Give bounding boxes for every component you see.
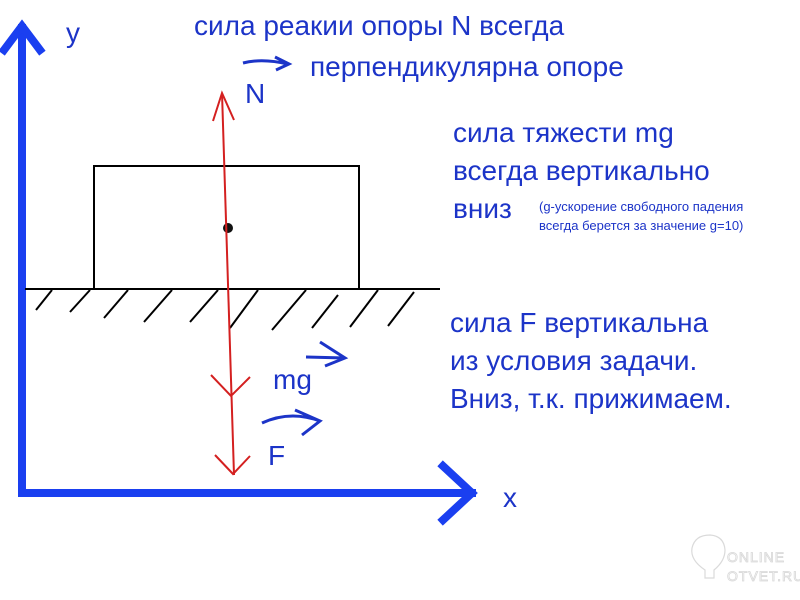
watermark-line1: ONLINE bbox=[727, 549, 785, 565]
watermark-line2: OTVET.RU bbox=[727, 568, 800, 584]
note-gravity-small2: всегда берется за значение g=10) bbox=[539, 218, 743, 233]
center-of-mass-dot bbox=[223, 223, 233, 233]
lightbulb-icon bbox=[691, 534, 726, 579]
note-force-line1: сила F вертикальна bbox=[450, 307, 709, 338]
note-gravity-line3: вниз bbox=[453, 193, 512, 224]
note-normal-line1: сила реакии опоры N всегда bbox=[194, 10, 565, 41]
applied-force-arrowhead bbox=[214, 454, 251, 476]
normal-force-arrowhead bbox=[212, 90, 235, 122]
block bbox=[93, 165, 360, 290]
watermark: ONLINE OTVET.RU bbox=[691, 534, 800, 584]
vector-arrow-mg bbox=[305, 340, 349, 368]
y-axis-label: y bbox=[66, 17, 80, 48]
note-gravity-line1: сила тяжести mg bbox=[453, 117, 674, 148]
note-gravity-line2: всегда вертикально bbox=[453, 155, 710, 186]
note-force-line3: Вниз, т.к. прижимаем. bbox=[450, 383, 732, 414]
gravity-arrowhead bbox=[210, 374, 251, 398]
vector-arrow-f bbox=[261, 408, 323, 437]
y-axis bbox=[0, 19, 46, 497]
ground-surface bbox=[25, 288, 440, 331]
gravity-label: mg bbox=[273, 364, 312, 395]
note-normal-line2: перпендикулярна опоре bbox=[310, 51, 624, 82]
force-lines bbox=[210, 90, 251, 476]
x-axis-label: x bbox=[503, 482, 517, 513]
normal-force-label: N bbox=[245, 78, 265, 109]
applied-force-label: F bbox=[268, 440, 285, 471]
note-force-line2: из условия задачи. bbox=[450, 345, 697, 376]
note-gravity-small1: (g-ускорение свободного падения bbox=[539, 199, 743, 214]
vector-arrow-n bbox=[242, 55, 293, 72]
x-axis bbox=[18, 460, 478, 526]
